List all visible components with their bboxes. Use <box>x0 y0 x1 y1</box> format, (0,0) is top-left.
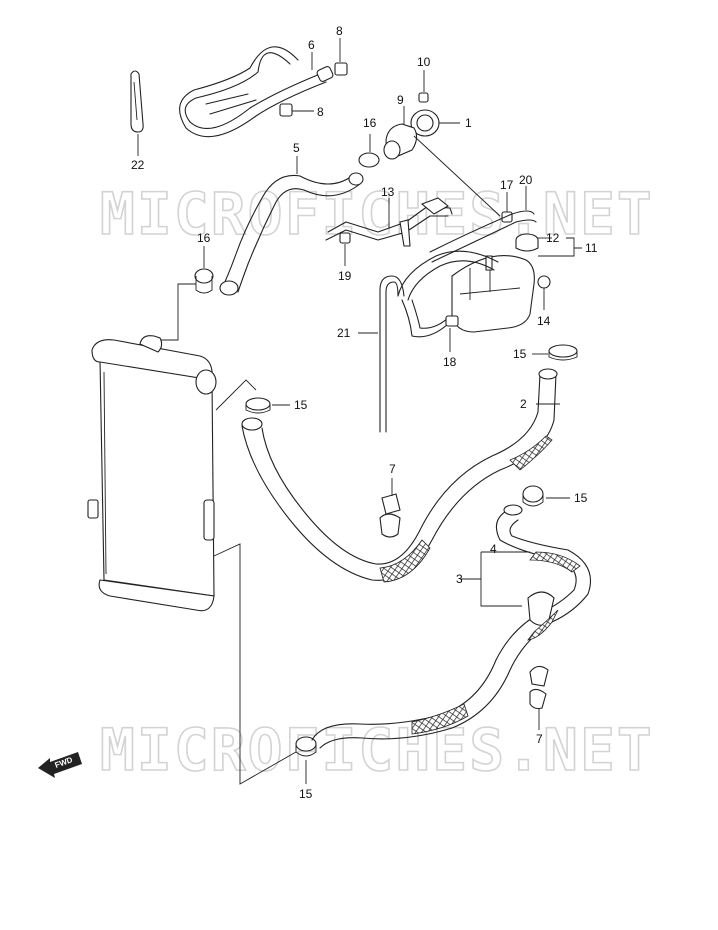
thermostat-cap-1 <box>410 109 460 137</box>
clip-7-upper <box>379 478 401 538</box>
callout-8-mid: 8 <box>317 105 324 119</box>
hose-18 <box>397 250 499 352</box>
fwd-arrow-icon: FWD <box>38 752 82 778</box>
callout-20: 20 <box>519 173 533 187</box>
callout-13: 13 <box>381 185 395 199</box>
tube-21 <box>358 275 405 433</box>
leader-1-to-17 <box>413 135 501 217</box>
callout-22: 22 <box>131 158 145 172</box>
callout-7-upper: 7 <box>389 462 396 476</box>
hose-3-4 <box>311 504 592 749</box>
callout-12: 12 <box>546 231 560 245</box>
clamp-15-d <box>295 736 317 784</box>
callout-9: 9 <box>397 93 404 107</box>
callout-18: 18 <box>443 355 457 369</box>
bolt-19 <box>339 232 351 266</box>
watermark-bottom: MICROFICHES.NET <box>100 716 654 784</box>
radiator <box>87 335 217 612</box>
reservoir-tank-11 <box>451 237 582 333</box>
callout-10: 10 <box>417 55 431 69</box>
callout-8-top: 8 <box>336 24 343 38</box>
callout-17: 17 <box>500 178 514 192</box>
clamp-15-c <box>522 485 570 507</box>
callout-2: 2 <box>520 397 527 411</box>
callout-11: 11 <box>585 241 598 255</box>
clip-8-mid <box>279 103 314 117</box>
clamp-16-lower <box>160 246 214 341</box>
clamp-16-upper <box>358 134 380 168</box>
callout-5: 5 <box>293 141 300 155</box>
callout-21: 21 <box>337 326 351 340</box>
callout-15-b: 15 <box>294 398 308 412</box>
callout-15-a: 15 <box>513 347 527 361</box>
callout-7-lower: 7 <box>536 732 543 746</box>
callout-4: 4 <box>490 542 497 556</box>
callout-16-upper: 16 <box>363 116 377 130</box>
callout-15-d: 15 <box>299 787 313 801</box>
hose-2 <box>241 368 560 583</box>
callout-1: 1 <box>465 116 472 130</box>
bracket-13 <box>325 197 453 247</box>
callout-6: 6 <box>308 38 315 52</box>
clamp-15-b <box>215 379 290 414</box>
bracket-22 <box>130 70 144 156</box>
bolt-10 <box>418 70 429 103</box>
watermark-top: MICROFICHES.NET <box>100 180 654 248</box>
callout-19: 19 <box>338 269 352 283</box>
bolt-14 <box>537 275 551 310</box>
hose-5 <box>219 156 364 296</box>
callout-16-lower: 16 <box>197 231 211 245</box>
clip-7-lower <box>529 665 549 730</box>
clip-8-top <box>334 38 348 76</box>
housing-9 <box>383 106 418 160</box>
hose-6 <box>179 46 334 138</box>
leader-radiator <box>213 543 297 785</box>
callout-15-c: 15 <box>574 491 588 505</box>
callout-3: 3 <box>456 572 463 586</box>
reservoir-cap-12 <box>515 233 552 252</box>
callout-14: 14 <box>537 314 551 328</box>
clamp-15-a <box>532 344 578 361</box>
